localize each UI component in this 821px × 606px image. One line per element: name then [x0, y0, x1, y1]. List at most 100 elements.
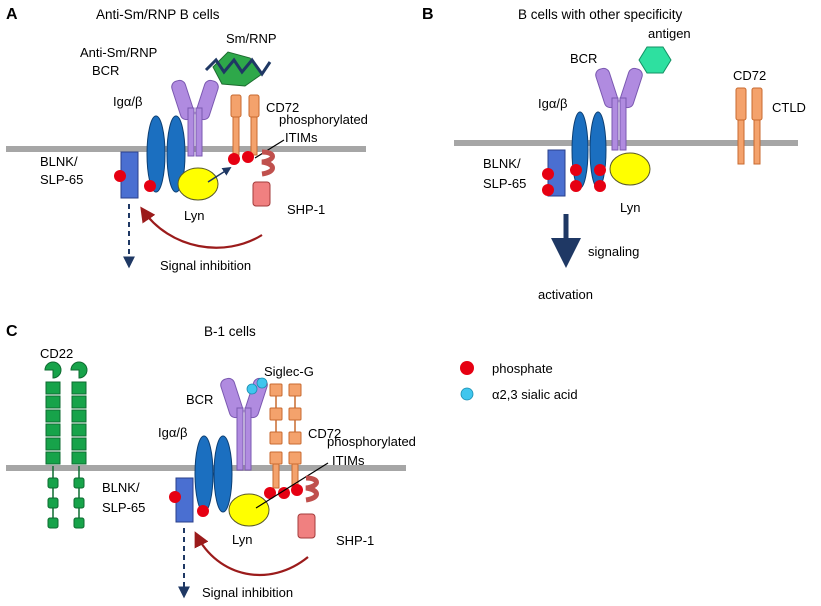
signaling-b-label: signaling: [588, 244, 639, 259]
cd22-cyto-segment: [73, 497, 85, 509]
cd22-domain: [45, 381, 61, 395]
sialic-acid-dot: [256, 377, 268, 389]
cd22-domain: [45, 423, 61, 437]
phosphate-dot: [570, 180, 582, 192]
bcr-b: [595, 67, 643, 151]
inhibition-arrow-a: [140, 206, 263, 249]
activation-b-label: activation: [538, 287, 593, 302]
siglec-domain: [288, 407, 302, 421]
itims-a-pointer: [254, 139, 285, 159]
panel-c-title: B-1 cells: [204, 324, 256, 339]
ig-alpha-c: [194, 435, 214, 513]
phosphate-dot: [197, 505, 209, 517]
cd22-domain: [45, 395, 61, 409]
legend-sialic-icon: [460, 387, 474, 401]
cd72-c-label: CD72: [308, 426, 341, 441]
phosphate-dot: [570, 164, 582, 176]
panel-b: B B cells with other specificity BLNK/ S…: [422, 6, 806, 302]
phosphate-dot: [242, 151, 254, 163]
lyn-a-label: Lyn: [184, 208, 204, 223]
lyn-a-arrow: [207, 167, 232, 183]
cd22-domain: [71, 381, 87, 395]
phosphate-dot: [594, 164, 606, 176]
siglec-transmembrane: [272, 463, 280, 489]
panel-a: A Anti-Sm/RNP B cells BLNK/ SLP-65 Igα/β…: [6, 6, 368, 273]
phosphate-dot: [169, 491, 181, 503]
cd22-cyto-segment: [73, 477, 85, 489]
siglec-c-label: Siglec-G: [264, 364, 314, 379]
cd22: [44, 361, 88, 529]
phosphate-dot: [594, 180, 606, 192]
siglec-domain: [288, 451, 302, 465]
panel-a-title: Anti-Sm/RNP B cells: [96, 7, 220, 22]
ig-alpha-a: [146, 115, 166, 193]
cd22-cyto-segment: [73, 517, 85, 529]
panel-a-letter: A: [6, 6, 18, 23]
blnk-b-label-2: SLP-65: [483, 176, 526, 191]
phosphate-dot: [542, 184, 554, 196]
inhibition-arrow-c: [194, 531, 309, 577]
phosphate-dot: [278, 487, 290, 499]
cd22-domain: [45, 437, 61, 451]
cd22-c-label: CD22: [40, 346, 73, 361]
panel-b-letter: B: [422, 6, 434, 23]
phosphate-dot: [228, 153, 240, 165]
bcr-a-label-1: Anti-Sm/RNP: [80, 45, 157, 60]
siglec-domain: [288, 383, 302, 397]
lyn-b: [609, 152, 651, 186]
ig-beta-c: [213, 435, 233, 513]
bcr-a-label-2: BCR: [92, 63, 119, 78]
blnk-a-label-2: SLP-65: [40, 172, 83, 187]
blnk-b-label-1: BLNK/: [483, 156, 521, 171]
siglec-domain: [269, 383, 283, 397]
ig-beta-a: [166, 115, 186, 193]
siglec-domain: [269, 407, 283, 421]
rna-strand-a: [204, 57, 272, 77]
cd72-b: [735, 87, 763, 165]
shp1-a: [252, 149, 275, 207]
phosphate-dot: [144, 180, 156, 192]
ig-beta-b: [589, 111, 607, 189]
antigen-hexagon-b: [638, 46, 672, 74]
membrane-a: [6, 146, 366, 152]
lyn-a: [177, 167, 219, 201]
cd22-cyto-segment: [47, 517, 59, 529]
shp1-a-label: SHP-1: [287, 202, 325, 217]
phosphate-dot: [542, 168, 554, 180]
cd22-domain: [71, 409, 87, 423]
bcr-c-label: BCR: [186, 392, 213, 407]
cd22-domain: [71, 451, 87, 465]
bcr-b-label: BCR: [570, 51, 597, 66]
igab-c-label: Igα/β: [158, 425, 187, 440]
siglec-domain: [269, 431, 283, 445]
antigen-b-label: antigen: [648, 26, 691, 41]
panel-b-title: B cells with other specificity: [518, 7, 683, 22]
siglec-g: [269, 383, 302, 489]
panel-c-letter: C: [6, 323, 18, 340]
itims-c-label-1: phosphorylated: [327, 434, 416, 449]
igab-a-label: Igα/β: [113, 94, 142, 109]
cd22-domain: [71, 395, 87, 409]
cd22-domain: [45, 451, 61, 465]
shp1-c: [297, 475, 319, 539]
cd22-cyto-segment: [47, 497, 59, 509]
inhibition-c-label: Signal inhibition: [202, 585, 293, 600]
itims-c-pointer: [255, 462, 329, 509]
ig-alpha-b: [571, 111, 589, 189]
siglec-domain: [269, 451, 283, 465]
itims-a-label-2: ITIMs: [285, 130, 318, 145]
legend: phosphate α2,3 sialic acid: [460, 361, 578, 402]
blnk-a-label-1: BLNK/: [40, 154, 78, 169]
sm-rnp-label: Sm/RNP: [226, 31, 277, 46]
legend-sialic-label: α2,3 sialic acid: [492, 387, 578, 402]
blnk-c-label-2: SLP-65: [102, 500, 145, 515]
itims-c-label-2: ITIMs: [332, 453, 365, 468]
ctld-b-label: CTLD: [772, 100, 806, 115]
cd72-b-label: CD72: [733, 68, 766, 83]
phosphate-dot: [264, 487, 276, 499]
cd72-a-label: CD72: [266, 100, 299, 115]
inhibition-a-label: Signal inhibition: [160, 258, 251, 273]
cd22-domain: [71, 437, 87, 451]
cd22-domain: [71, 423, 87, 437]
